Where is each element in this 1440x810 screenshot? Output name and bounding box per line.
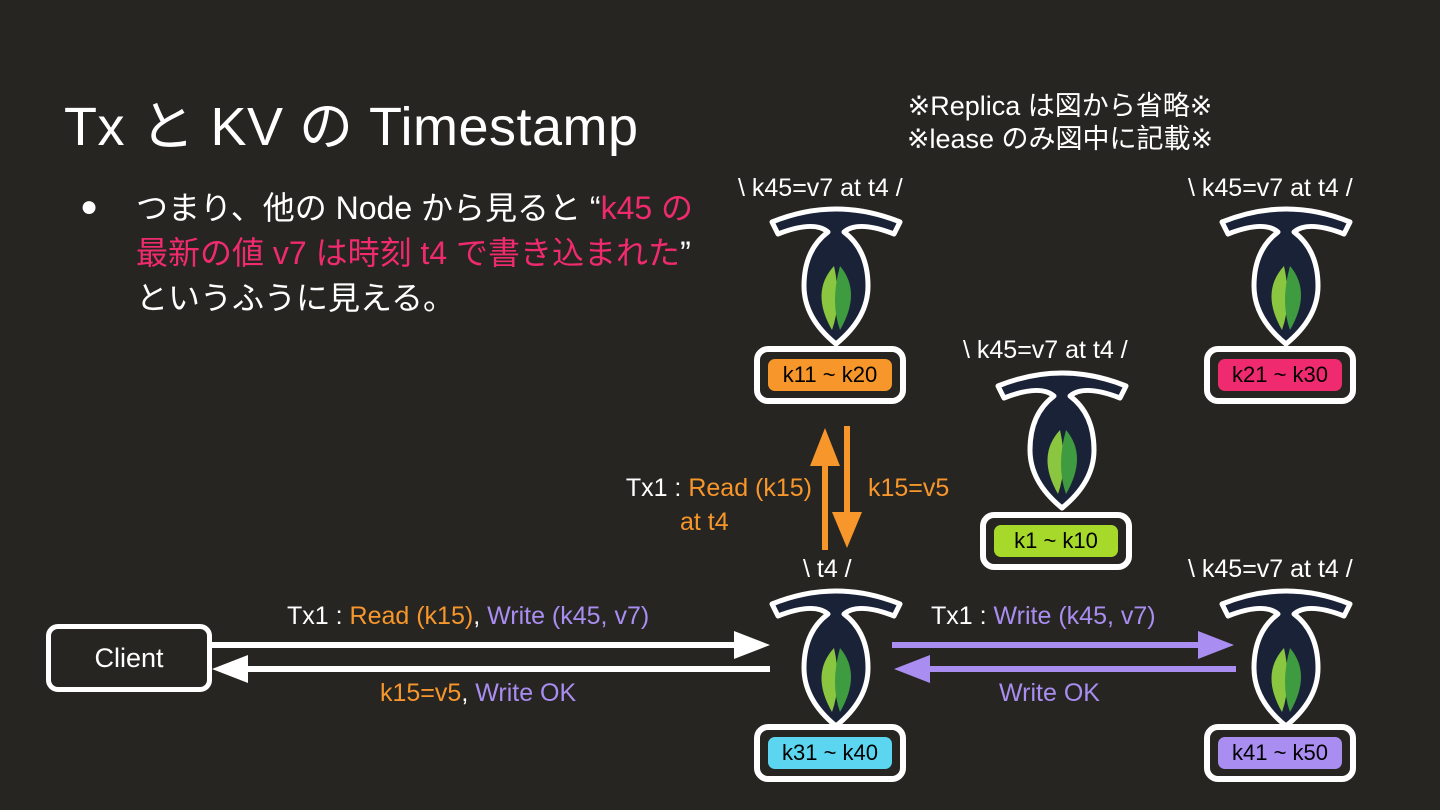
read-request-label: Tx1 : Read (k15)	[626, 474, 812, 503]
client-box: Client	[46, 624, 212, 692]
node3-range-label: k1 ~ k10	[994, 525, 1118, 557]
node4-speech: \ t4 /	[803, 555, 852, 583]
node4-range-box: k31 ~ k40	[754, 724, 906, 782]
write-request-op: Write (k45, v7)	[993, 602, 1156, 630]
node4-range-label: k31 ~ k40	[768, 737, 892, 769]
read-response-arrow	[832, 426, 862, 548]
node3-speech: \ k45=v7 at t4 /	[963, 336, 1128, 364]
client-request-arrow	[212, 631, 770, 659]
slide-title: Tx と KV の Timestamp	[64, 97, 639, 157]
bullet-text-highlight: k45 の最新の値 v7 は時刻 t4 で書き込まれた	[136, 190, 694, 271]
cockroach-logo-icon	[769, 206, 903, 347]
write-response-label: Write OK	[999, 679, 1100, 707]
node5-range-label: k41 ~ k50	[1218, 737, 1342, 769]
read-response-label: k15=v5	[868, 474, 950, 502]
cockroach-logo-icon	[995, 370, 1129, 511]
note-replica-omitted: ※Replica は図から省略※	[907, 91, 1213, 121]
read-request-time: at t4	[680, 508, 729, 536]
node1-range-label: k11 ~ k20	[768, 359, 892, 391]
node5-range-box: k41 ~ k50	[1204, 724, 1356, 782]
write-request-arrow	[892, 631, 1234, 659]
cockroach-logo-icon	[1219, 588, 1353, 729]
node2-range-box: k21 ~ k30	[1204, 346, 1356, 404]
client-response-sep: ,	[461, 679, 476, 707]
bullet-text-pre: つまり、他の Node から見ると “	[136, 190, 601, 226]
bullet-text-post: ” というふうに見える。	[136, 235, 691, 316]
write-request-prefix: Tx1 :	[931, 602, 994, 630]
client-response-read: k15=v5	[380, 679, 462, 707]
client-request-sep: ,	[473, 602, 488, 630]
write-response-arrow	[894, 655, 1236, 683]
node1-speech: \ k45=v7 at t4 /	[738, 174, 903, 202]
read-request-prefix: Tx1 :	[625, 474, 689, 502]
node1-range-box: k11 ~ k20	[754, 346, 906, 404]
read-request-arrow	[810, 428, 840, 550]
client-response-label: k15=v5, Write OK	[380, 679, 576, 708]
node5-speech: \ k45=v7 at t4 /	[1188, 555, 1353, 583]
read-request-op: Read (k15)	[688, 474, 812, 502]
bullet-marker: ●	[80, 190, 99, 223]
node2-range-label: k21 ~ k30	[1218, 359, 1342, 391]
cockroach-logo-icon	[769, 588, 903, 729]
note-lease-only: ※lease のみ図中に記載※	[906, 124, 1214, 154]
client-label: Client	[94, 642, 164, 673]
client-request-prefix: Tx1 :	[287, 602, 350, 630]
client-response-write: Write OK	[475, 679, 577, 707]
node2-speech: \ k45=v7 at t4 /	[1188, 174, 1353, 202]
client-response-arrow	[212, 655, 770, 683]
client-request-read: Read (k15)	[349, 602, 474, 630]
cockroach-logo-icon	[1219, 206, 1353, 347]
bullet-text: つまり、他の Node から見ると “k45 の最新の値 v7 は時刻 t4 で…	[136, 186, 696, 321]
node3-range-box: k1 ~ k10	[980, 512, 1132, 570]
write-request-label: Tx1 : Write (k45, v7)	[931, 602, 1156, 631]
client-request-label: Tx1 : Read (k15), Write (k45, v7)	[287, 602, 649, 631]
client-request-write: Write (k45, v7)	[487, 602, 650, 630]
